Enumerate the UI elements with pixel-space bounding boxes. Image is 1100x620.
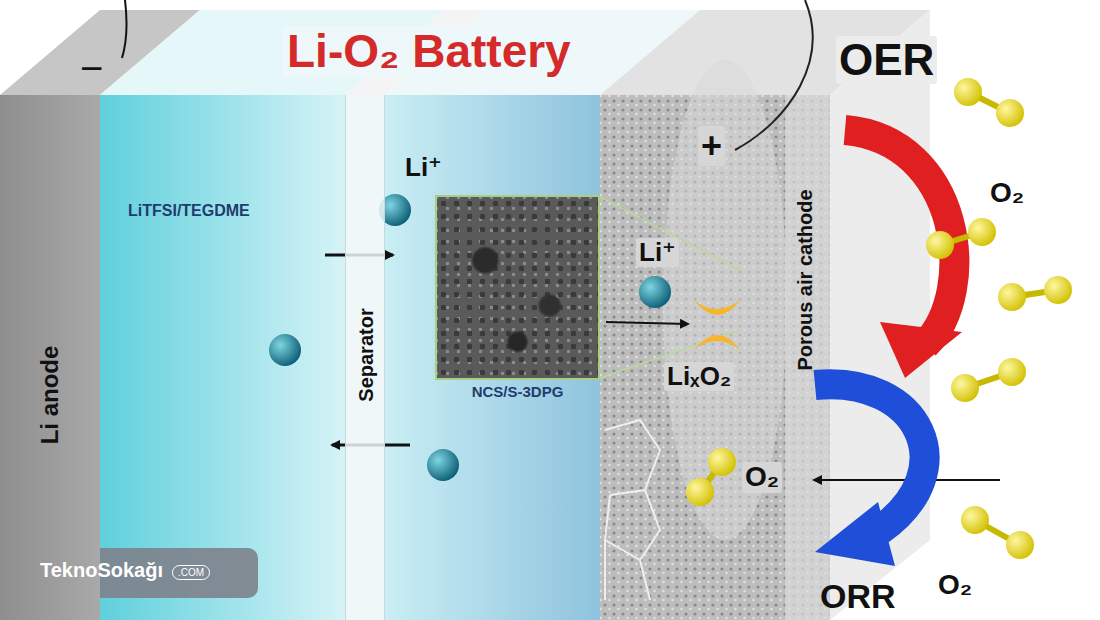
reaction-label: OER xyxy=(836,36,937,84)
oxygen-molecule xyxy=(686,448,736,506)
lithium-ion xyxy=(427,449,459,481)
gas-label: O₂ xyxy=(990,178,1024,209)
tem-image: NCS/S-3DPG xyxy=(435,195,600,380)
electrolyte-front xyxy=(385,95,600,620)
separator-label: Separator xyxy=(355,308,377,401)
anode-label: Li anode xyxy=(37,346,63,445)
electrolyte-label: LiTFSI/TEGDME xyxy=(128,202,250,220)
watermark: TeknoSokağı xyxy=(40,559,163,581)
wire xyxy=(735,0,813,150)
ion-label: Li⁺ xyxy=(405,153,442,182)
oer-arrow-head xyxy=(880,322,962,378)
lithium-ion xyxy=(639,276,671,308)
gas-label: O₂ xyxy=(742,462,782,493)
gas-label: O₂ xyxy=(938,570,972,601)
watermark: .COM xyxy=(172,565,210,580)
orr-arrow xyxy=(815,384,925,530)
cathode-strip xyxy=(785,95,830,620)
terminal-sign: + xyxy=(698,126,725,166)
ion-label: Li⁺ xyxy=(636,238,679,267)
orr-arrow-head xyxy=(815,502,895,566)
oxygen-molecule xyxy=(926,218,996,259)
oxygen-molecule xyxy=(998,276,1072,311)
electrolyte-front xyxy=(100,95,345,620)
product-crescent xyxy=(694,335,740,350)
cathode-highlight xyxy=(663,60,787,540)
oer-arrow xyxy=(845,130,954,345)
material-label: NCS/S-3DPG xyxy=(472,384,564,401)
reaction-label: ORR xyxy=(820,578,896,615)
cathode-cells xyxy=(605,420,660,600)
ion-arrow xyxy=(606,322,688,324)
diagram-title: Li-O₂ Battery xyxy=(283,26,575,77)
wire xyxy=(122,0,126,58)
separator-slab: Separator xyxy=(345,95,385,620)
cathode-slab: Porous air cathode xyxy=(600,95,830,620)
oxygen-molecule xyxy=(954,78,1024,127)
anode-slab: Li anode xyxy=(0,95,100,620)
oxygen-molecule xyxy=(961,506,1034,559)
zoom-line xyxy=(600,197,740,270)
lithium-ion xyxy=(269,334,301,366)
oxygen-molecule xyxy=(951,358,1026,402)
product-label: LiₓO₂ xyxy=(664,362,734,391)
product-crescent xyxy=(694,300,740,315)
terminal-sign: − xyxy=(80,46,103,90)
cathode-label: Porous air cathode xyxy=(794,189,816,370)
